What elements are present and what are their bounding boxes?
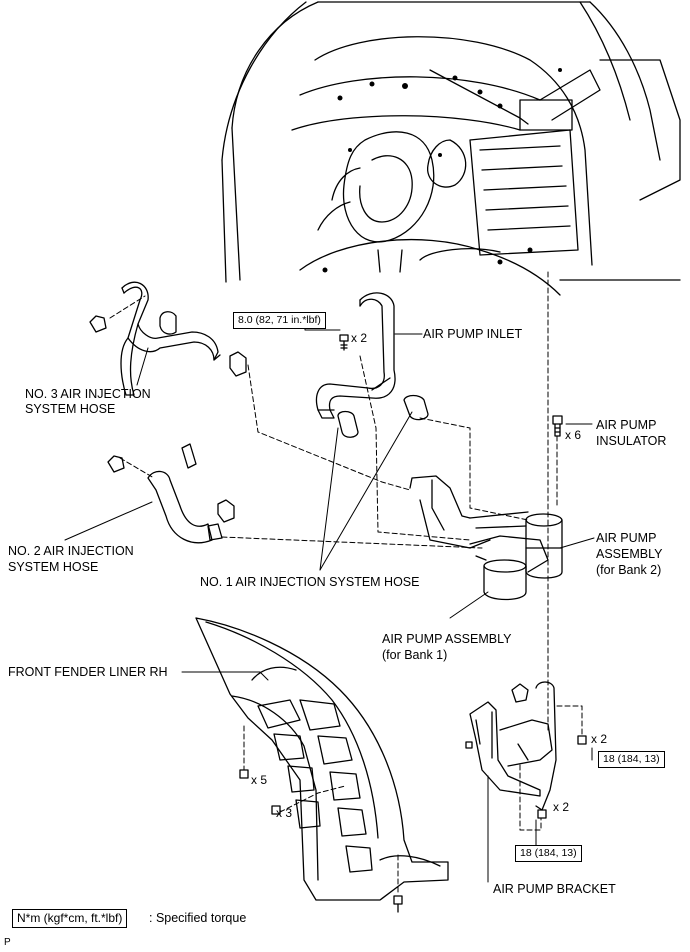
front-fender-liner xyxy=(195,617,449,901)
no3-air-injection-hose xyxy=(120,281,221,396)
vehicle-wheel-well xyxy=(221,1,681,296)
air-pump-bracket xyxy=(469,681,557,811)
bracket-bolts xyxy=(465,735,587,819)
insulator-bolt xyxy=(552,415,563,437)
label-air-pump-inlet: AIR PUMP INLET xyxy=(423,327,523,341)
label-no1-hose: NO. 1 AIR INJECTION SYSTEM HOSE xyxy=(200,575,420,589)
label-air-pump-bank2-line1: AIR PUMP xyxy=(596,531,657,545)
qty-inlet-bolts: x 2 xyxy=(351,331,368,345)
alignment-lines xyxy=(109,271,583,896)
label-air-pump-bank2-line2: ASSEMBLY xyxy=(596,547,663,561)
leader-lines xyxy=(64,317,595,883)
qty-bracket-bolts-upper: x 2 xyxy=(591,732,608,746)
torque-box-bracket-upper: 18 (184, 13) xyxy=(598,751,665,768)
label-no3-hose-line1: NO. 3 AIR INJECTION xyxy=(25,387,151,401)
figure-mark: P xyxy=(4,937,11,948)
label-no2-hose-line1: NO. 2 AIR INJECTION xyxy=(8,544,134,558)
no2-air-injection-hose xyxy=(147,443,213,544)
no1-hose-segments xyxy=(337,394,429,438)
legend-description: : Specified torque xyxy=(149,911,247,925)
qty-liner-clips: x 5 xyxy=(251,773,268,787)
wheel-well-details xyxy=(322,68,562,273)
label-no2-hose-line2: SYSTEM HOSE xyxy=(8,560,99,574)
air-pump-assembly-bank2 xyxy=(409,475,563,579)
legend-torque-box: N*m (kgf*cm, ft.*lbf) xyxy=(12,909,128,928)
air-pump-inlet-hose xyxy=(315,292,396,419)
no2-hose-clamps xyxy=(107,455,235,541)
qty-insulator-bolts: x 6 xyxy=(565,428,582,442)
label-air-pump-bank1-line1: AIR PUMP ASSEMBLY xyxy=(382,632,512,646)
air-pump-assembly-bank1 xyxy=(469,535,549,601)
label-front-fender-liner: FRONT FENDER LINER RH xyxy=(8,665,168,679)
torque-box-inlet: 8.0 (82, 71 in.*lbf) xyxy=(233,312,326,329)
inlet-bolt xyxy=(339,334,349,351)
torque-box-bracket-lower: 18 (184, 13) xyxy=(515,845,582,862)
qty-bracket-bolts-lower: x 2 xyxy=(553,800,570,814)
label-air-pump-bank2-line3: (for Bank 2) xyxy=(596,563,662,577)
no3-hose-clamps xyxy=(89,311,247,377)
label-air-pump-insulator-line1: AIR PUMP xyxy=(596,418,657,432)
liner-fasteners xyxy=(239,769,403,913)
label-no3-hose-line2: SYSTEM HOSE xyxy=(25,402,116,416)
qty-liner-screws: x 3 xyxy=(276,806,293,820)
label-air-pump-insulator-line2: INSULATOR xyxy=(596,434,667,448)
label-air-pump-bank1-line2: (for Bank 1) xyxy=(382,648,448,662)
label-air-pump-bracket: AIR PUMP BRACKET xyxy=(493,882,616,896)
